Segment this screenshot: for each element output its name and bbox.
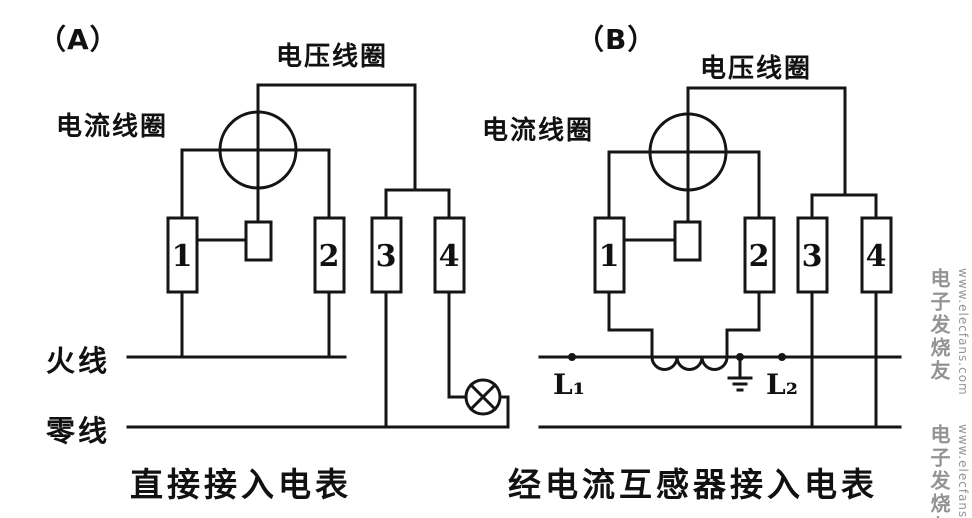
section-label-a: （A） bbox=[38, 23, 119, 56]
a-terminal-2-label: 2 bbox=[319, 239, 340, 274]
a-voltage-coil-label: 电压线圈 bbox=[276, 42, 389, 72]
section-label-b: （B） bbox=[576, 23, 657, 56]
b-voltage-link-box bbox=[673, 220, 702, 262]
diagram-b-wiring: 1 2 3 4 bbox=[538, 86, 902, 429]
b-ct-terminal-l2-label: L₂ bbox=[766, 368, 798, 401]
b-terminal-box-1 bbox=[593, 216, 626, 294]
b-voltage-coil-wire bbox=[686, 86, 847, 197]
a-lamp-lead-right bbox=[498, 395, 510, 429]
b-ct-secondary-right-lead bbox=[725, 328, 761, 359]
b-terminal-4-label: 4 bbox=[866, 239, 887, 274]
b-terminal-box-4 bbox=[860, 216, 893, 294]
a-terminal-box-4 bbox=[433, 216, 466, 294]
a-lamp-cross bbox=[468, 382, 498, 412]
a-voltage-coil-wire bbox=[256, 83, 417, 192]
b-terminal34-bridge bbox=[810, 193, 878, 220]
a-neutral-wire-label: 零线 bbox=[46, 414, 111, 448]
b-terminal-2-label: 2 bbox=[749, 239, 770, 274]
a-terminal-box-1 bbox=[166, 216, 199, 294]
b-ct-secondary-left-lead bbox=[607, 328, 654, 359]
b-junction-dot-ground bbox=[736, 353, 744, 361]
a-meter-circle bbox=[218, 110, 298, 190]
a-terminal34-bridge bbox=[384, 188, 451, 220]
b-meter-circle bbox=[648, 112, 728, 192]
a-live-wire-label: 火线 bbox=[46, 344, 111, 378]
a-terminal-1-label: 1 bbox=[172, 239, 193, 274]
diagram-a-wiring: 1 2 3 4 bbox=[126, 83, 510, 429]
a-current-coil-label: 电流线圈 bbox=[56, 112, 169, 142]
b-ground-icon bbox=[727, 376, 753, 392]
b-junction-dot-l2 bbox=[778, 353, 786, 361]
a-terminal-4-label: 4 bbox=[439, 239, 460, 274]
caption-a: 直接接入电表 bbox=[130, 465, 352, 504]
b-current-transformer-coil bbox=[650, 355, 729, 371]
caption-b: 经电流互感器接入电表 bbox=[508, 465, 878, 504]
b-junction-dot-l1 bbox=[568, 353, 576, 361]
b-current-coil-label: 电流线圈 bbox=[482, 116, 595, 146]
a-terminal-3-label: 3 bbox=[376, 239, 397, 274]
b-terminal-1-label: 1 bbox=[599, 239, 620, 274]
a-voltage-link-box bbox=[244, 220, 273, 262]
b-ct-terminal-l1-label: L₁ bbox=[553, 368, 585, 401]
b-terminal-3-label: 3 bbox=[802, 239, 823, 274]
b-voltage-coil-label: 电压线圈 bbox=[700, 54, 813, 84]
